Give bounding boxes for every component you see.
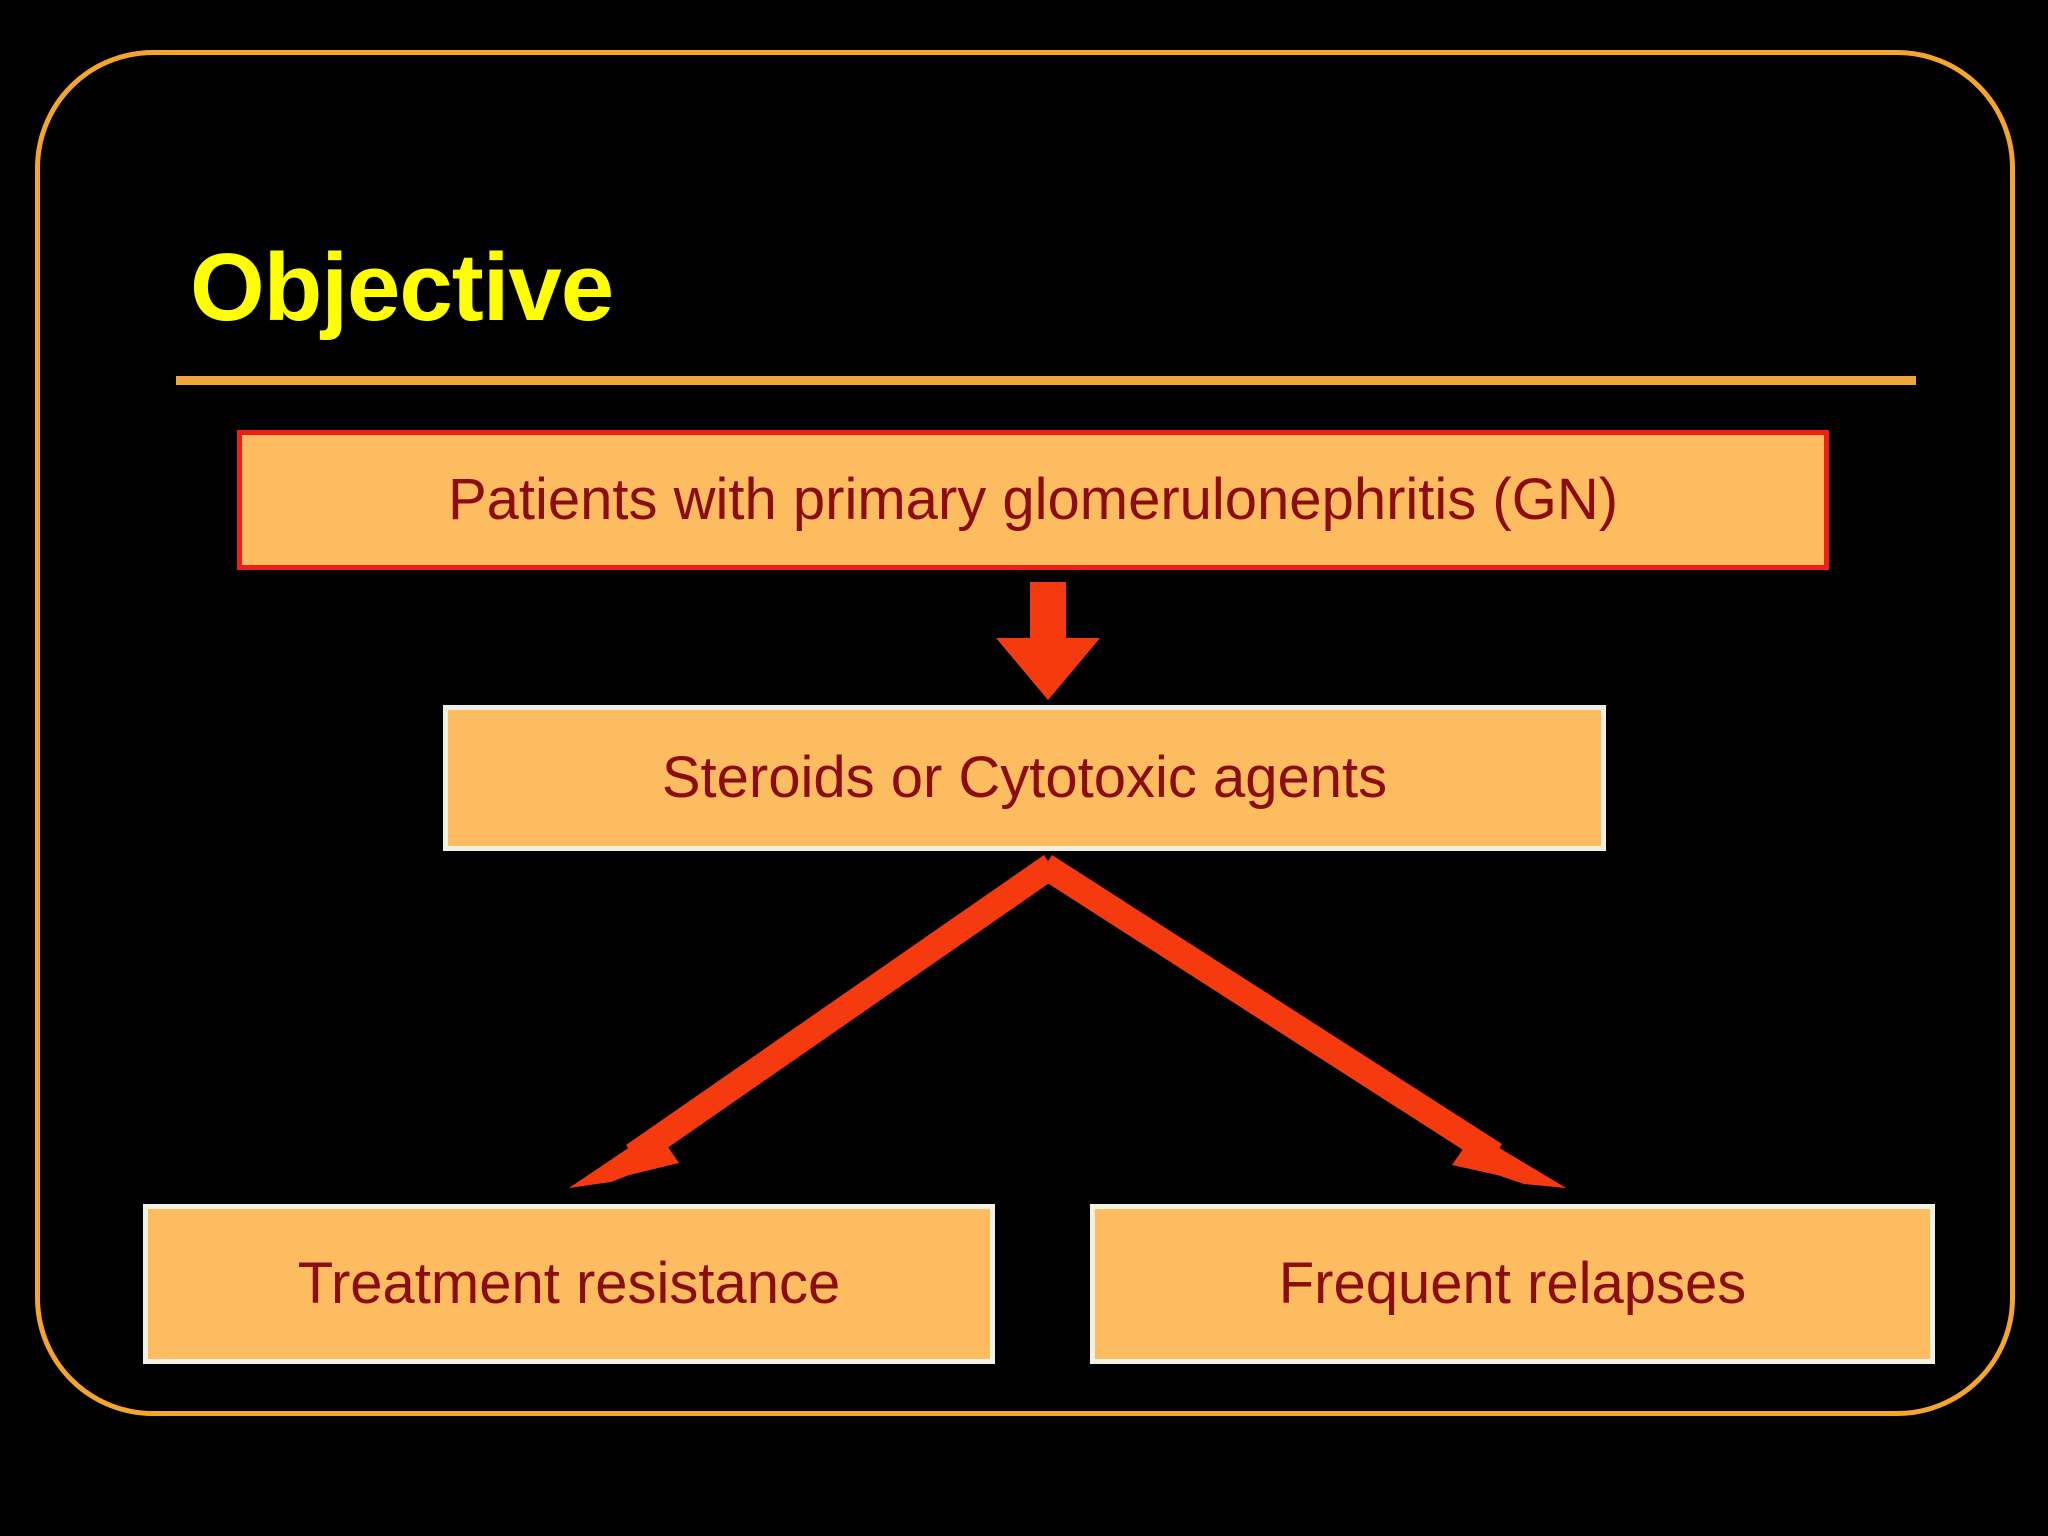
flow-node-patients: Patients with primary glomerulonephritis… — [237, 430, 1829, 570]
arrow-down-left-agents-to-resistance — [569, 855, 1058, 1188]
title-underline-rule — [176, 376, 1916, 385]
arrow-down-patients-to-agents — [996, 582, 1100, 700]
flow-node-treatment-agents-label: Steroids or Cytotoxic agents — [661, 744, 1388, 810]
flow-node-treatment-resistance-label: Treatment resistance — [297, 1250, 841, 1316]
flow-node-treatment-agents: Steroids or Cytotoxic agents — [443, 705, 1606, 851]
flow-node-patients-label: Patients with primary glomerulonephritis… — [447, 466, 1619, 532]
flow-node-treatment-resistance: Treatment resistance — [143, 1204, 995, 1364]
page-title: Objective — [190, 234, 614, 341]
arrow-down-right-agents-to-relapses — [1038, 855, 1566, 1188]
flow-node-frequent-relapses: Frequent relapses — [1090, 1204, 1935, 1364]
flow-node-frequent-relapses-label: Frequent relapses — [1278, 1250, 1747, 1316]
